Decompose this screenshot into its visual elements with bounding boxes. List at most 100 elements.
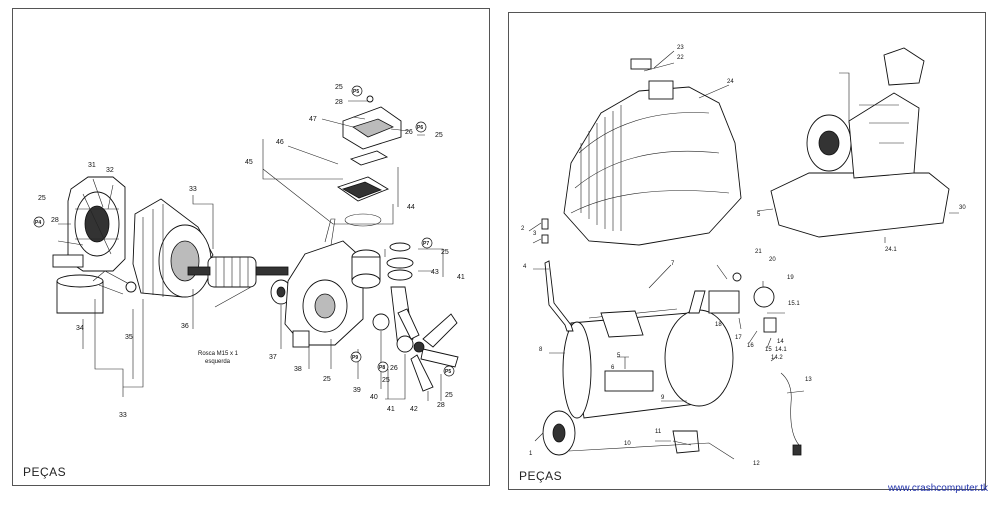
switch-cap-part [732,272,742,282]
part-label: 33 [119,412,127,419]
part-label: 25 [445,392,453,399]
part-label: 32 [106,167,114,174]
part-label: 16 [747,343,754,349]
badge-p8: P8 [377,361,389,373]
part-label: 19 [787,275,794,281]
capacitor-part [56,270,137,314]
bearing-core [276,286,286,298]
badge-p4: P4 [33,216,45,228]
part-label: 35 [125,334,133,341]
part-label: 33 [189,186,197,193]
badge-p9: P9 [350,351,362,363]
part-label: 37 [269,354,277,361]
pressure-switch-part [708,290,740,314]
cylinder-head-part [342,95,402,166]
part-label: 14.1 [775,347,787,353]
part-label: 20 [769,257,776,263]
air-tank-part [562,308,734,419]
part-label: 4 [523,264,527,270]
svg-text:P5: P5 [445,369,451,375]
part-label: 13 [805,377,812,383]
part-label: 17 [735,335,742,341]
part-label: 25 [435,132,443,139]
part-label: 31 [88,162,96,169]
part-label: 44 [407,204,415,211]
handle-bar-part [544,260,574,332]
cover-shroud-part [563,58,742,246]
part-label: 21 [755,249,762,255]
part-label: 10 [624,441,631,447]
svg-text:P6: P6 [417,125,423,131]
rotor-part [187,256,289,288]
panel-footer-left: PEÇAS [23,465,67,479]
svg-text:P7: P7 [423,241,429,247]
part-label: 15 [765,347,772,353]
part-label: 2 [521,226,525,232]
reference-badges: P4 P5 P6 P7 P8 P9 P5 [33,85,455,377]
part-label: 9 [661,395,665,401]
motor-exploded-view: 25 28 31 32 33 34 35 36 37 38 25 39 40 4… [33,84,465,419]
pressure-gauge-part [753,286,775,308]
part-label: 5 [757,212,761,218]
leader-lines-right [528,50,959,460]
handle-post-part [688,290,706,314]
leader-lines [57,100,444,401]
part-label: 7 [671,261,675,267]
part-number-labels-right: 23 22 24 30 5 24.1 2 3 4 7 21 20 19 15.1… [521,45,966,467]
badge-p5: P5 [351,85,363,97]
part-label: 23 [677,45,684,51]
valve-part [763,317,777,333]
hose-coupler-part [792,444,802,456]
site-url-link[interactable]: www.crashcomputer.tk [887,483,988,494]
part-label: 39 [353,387,361,394]
part-label: 8 [539,347,543,353]
panel-footer-right: PEÇAS [519,469,563,483]
part-label: 47 [309,116,317,123]
wheel-part [534,410,576,456]
part-label: 30 [959,205,966,211]
part-label: 24.1 [885,247,897,253]
motor-unit-part [770,47,950,238]
part-label: 46 [276,139,284,146]
thread-note-line1: Rosca M15 x 1 [198,351,239,357]
cylinder-part [351,242,414,289]
part-label: 14.2 [771,355,783,361]
compressor-exploded-view: 23 22 24 30 5 24.1 2 3 4 7 21 20 19 15.1… [521,45,966,467]
part-label: 25 [335,84,343,91]
part-label: 26 [390,365,398,372]
part-label: 28 [51,217,59,224]
part-label: 42 [410,406,418,413]
mount-bracket-part [600,310,644,338]
svg-text:P5: P5 [353,89,359,95]
part-label: 36 [181,323,189,330]
badge-p5-lower: P5 [443,365,455,377]
svg-text:P8: P8 [379,365,385,371]
svg-text:P9: P9 [352,355,358,361]
crankcase-part [284,218,364,348]
right-parts-diagram-panel: 23 22 24 30 5 24.1 2 3 4 7 21 20 19 15.1… [508,12,986,490]
part-label: 38 [294,366,302,373]
fan-housing-part [52,176,126,272]
fitting-part [541,218,549,230]
svg-text:P4: P4 [35,220,41,226]
thread-note-line2: esquerda [205,359,231,365]
fan-blade-part [397,308,459,392]
badge-p6: P6 [415,121,427,133]
part-label: 11 [655,429,662,435]
badge-p7: P7 [421,237,433,249]
part-label: 15.1 [788,301,800,307]
part-number-labels: 25 28 31 32 33 34 35 36 37 38 25 39 40 4… [38,84,465,419]
part-label: 41 [387,406,395,413]
part-label: 12 [753,461,760,467]
part-label: 25 [38,195,46,202]
rubber-foot-part [672,430,700,454]
part-label: 22 [677,55,684,61]
hose-part [780,372,800,446]
part-label: 6 [611,365,615,371]
part-label: 3 [533,231,537,237]
part-label: 28 [335,99,343,106]
part-label: 34 [76,325,84,332]
part-label: 14 [777,339,784,345]
part-label: 43 [431,269,439,276]
part-label: 25 [323,376,331,383]
